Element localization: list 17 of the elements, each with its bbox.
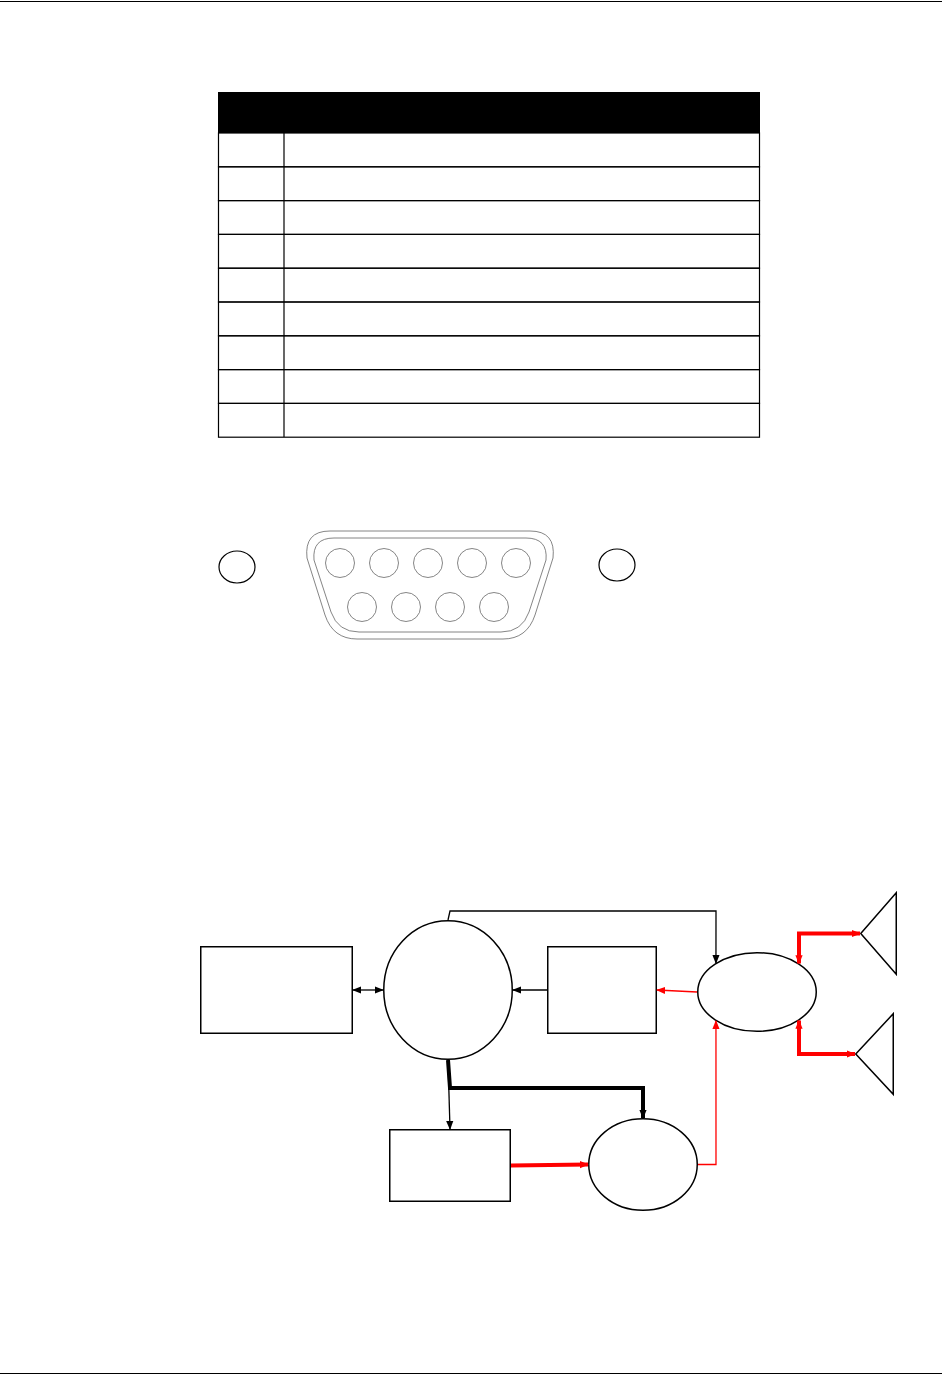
arrow: [697, 1020, 720, 1166]
triangle-shape: [855, 1013, 894, 1095]
arrow: [795, 1019, 856, 1058]
process-box: [547, 946, 657, 1034]
process-box: [389, 1129, 511, 1202]
arrow: [446, 1059, 647, 1119]
ellipse-node: [697, 952, 817, 1032]
circle-node: [383, 920, 513, 1060]
process-box: [200, 946, 353, 1034]
ellipse-node: [588, 1118, 698, 1211]
arrow: [447, 910, 720, 964]
arrow: [795, 929, 861, 965]
triangle-shape: [860, 892, 897, 975]
arrow: [352, 986, 384, 994]
arrow: [512, 986, 548, 994]
arrow: [510, 1161, 589, 1169]
arrow: [656, 986, 698, 994]
